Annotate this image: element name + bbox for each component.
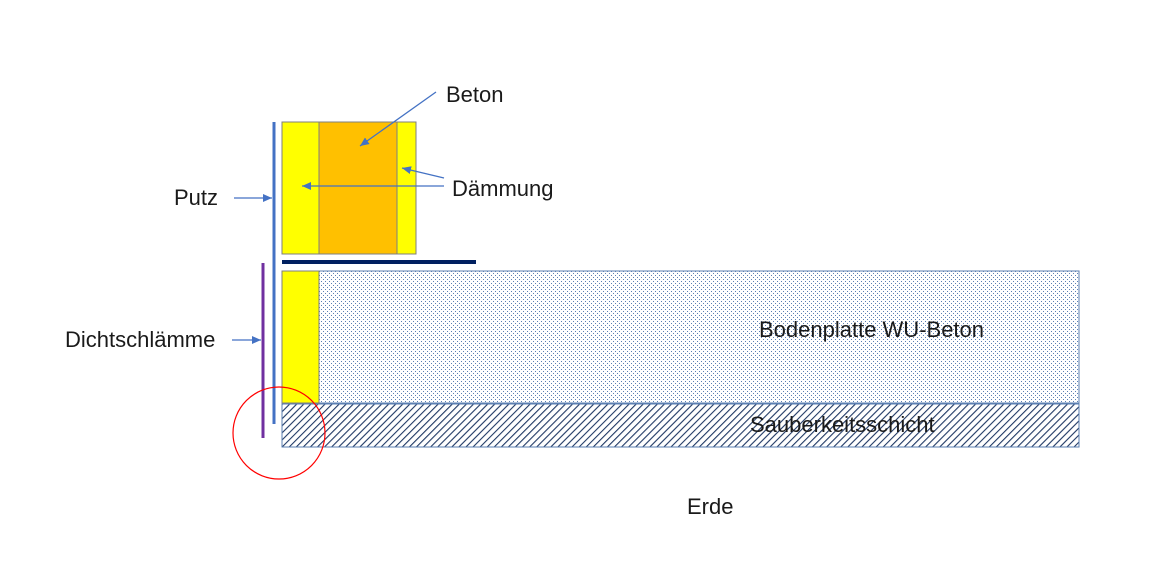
daemmung-arrow-inner — [401, 166, 445, 179]
highlight-circle — [232, 386, 326, 480]
blinding-layer — [281, 403, 1080, 448]
label-bodenplatte: Bodenplatte WU-Beton — [759, 317, 984, 342]
label-dichtschlaemme: Dichtschlämme — [65, 327, 215, 352]
slab-edge-insulation — [281, 270, 320, 404]
wall-concrete — [318, 121, 398, 255]
label-beton: Beton — [446, 82, 504, 107]
label-daemmung: Dämmung — [452, 176, 553, 201]
label-erde: Erde — [687, 494, 733, 519]
beton-arrow — [359, 91, 437, 147]
wall-insulation-outer — [281, 121, 320, 255]
label-sauberkeitsschicht: Sauberkeitsschicht — [750, 412, 935, 437]
wall-insulation-inner — [396, 121, 417, 255]
base-slab — [318, 270, 1080, 404]
label-putz: Putz — [174, 185, 218, 210]
